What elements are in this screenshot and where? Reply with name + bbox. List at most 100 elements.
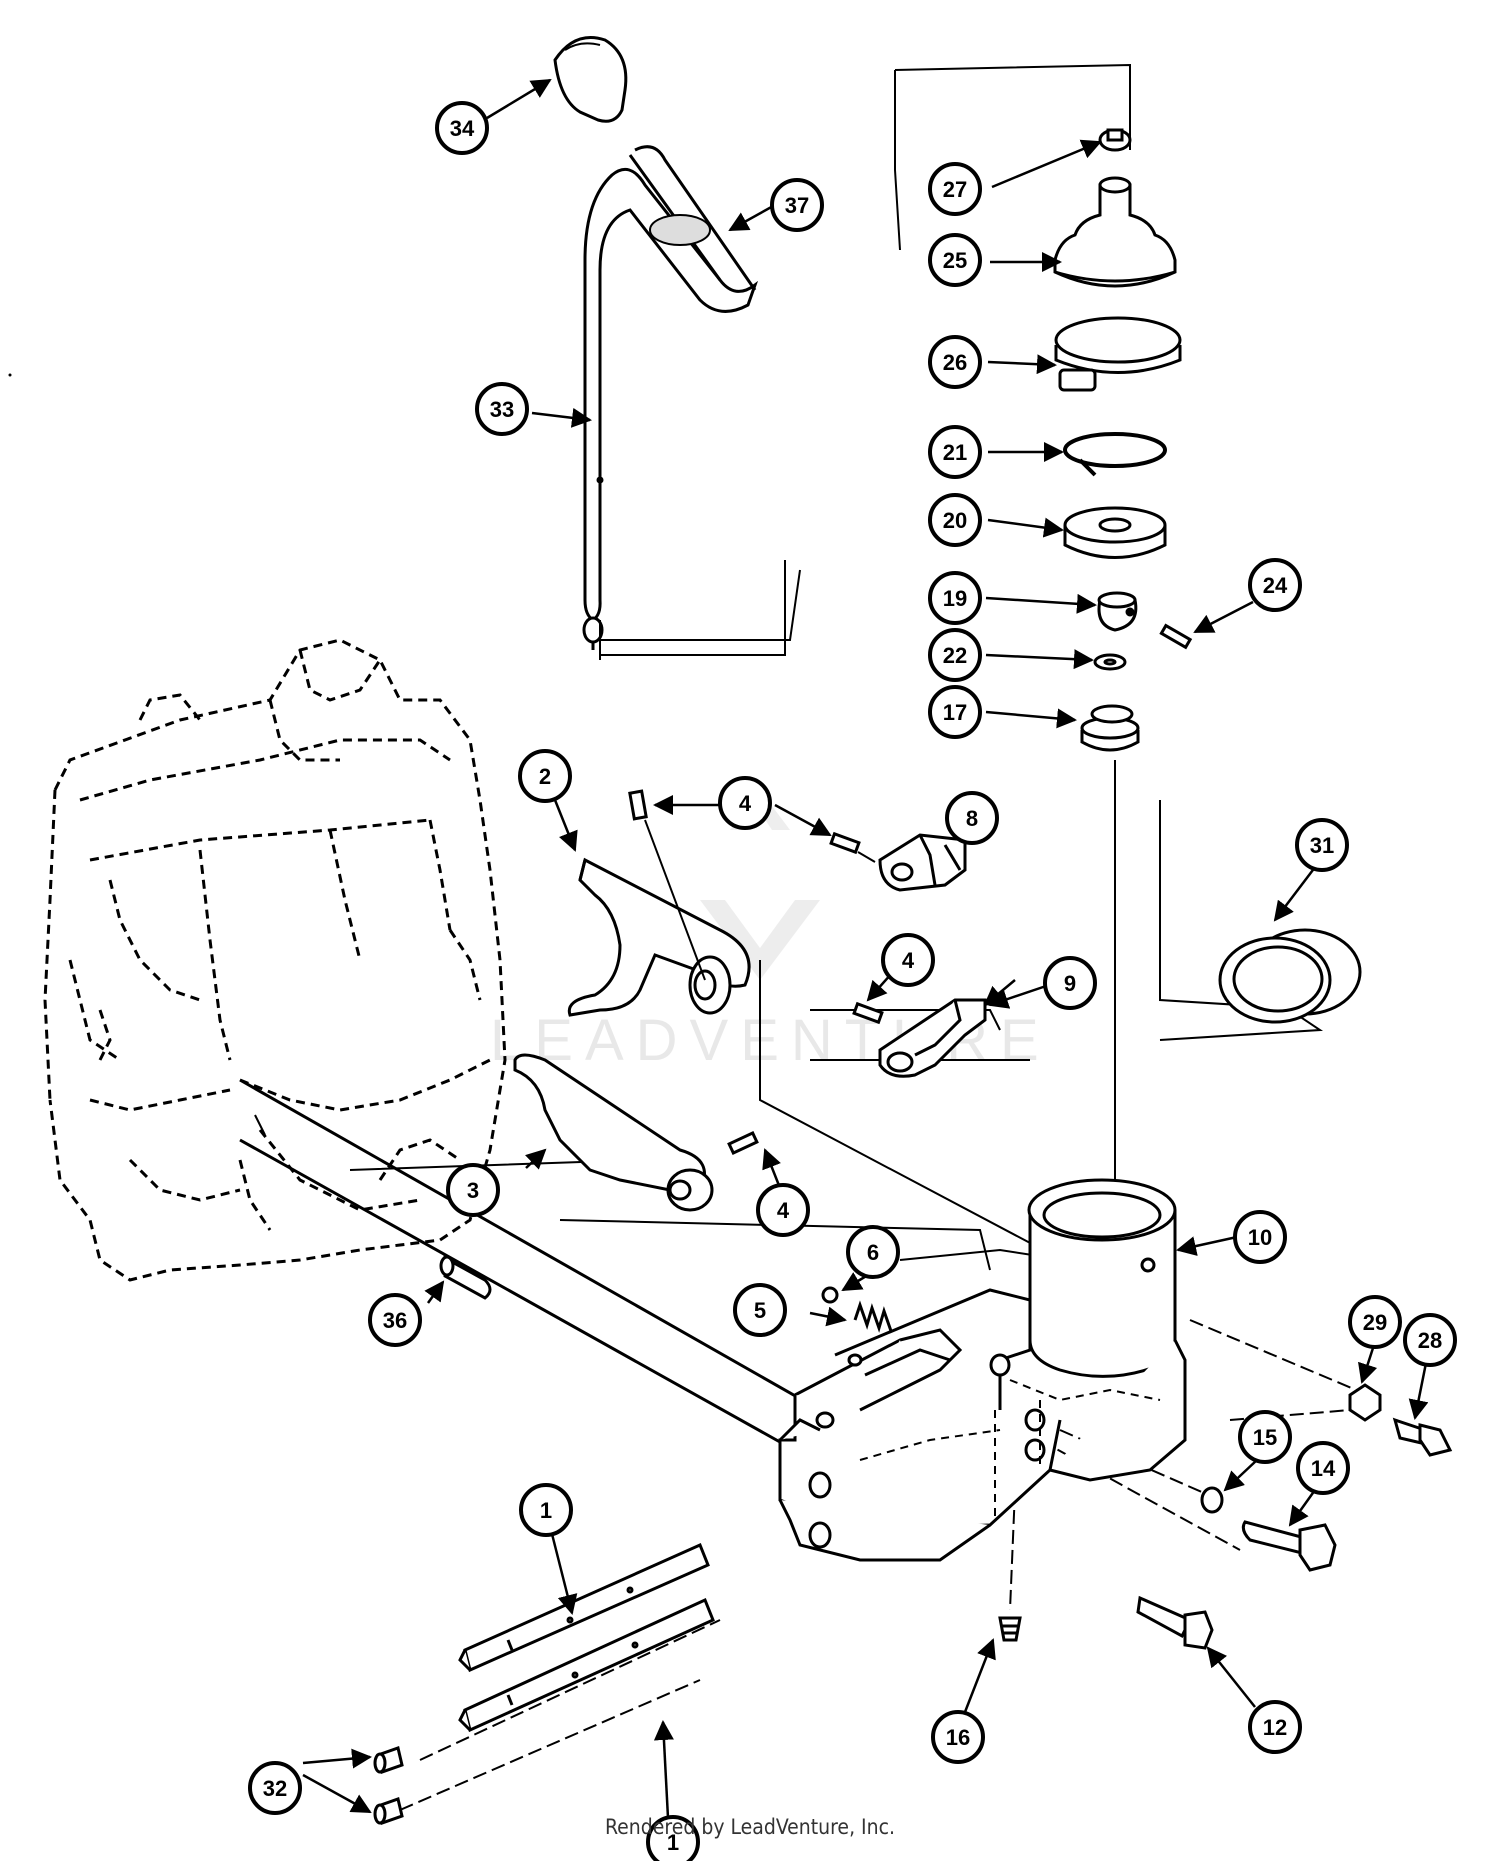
callout-37: 37 xyxy=(770,178,824,232)
lug-8 xyxy=(878,833,967,892)
pin-36 xyxy=(439,1255,492,1300)
bolt-14 xyxy=(1241,1520,1337,1572)
callout-circle-1a xyxy=(519,1483,573,1537)
callout-circle-36 xyxy=(368,1293,422,1347)
shift-knob xyxy=(553,36,628,123)
leader-arrows xyxy=(302,78,1429,1819)
callout-label-15: 15 xyxy=(1253,1425,1277,1450)
callout-label-6: 6 xyxy=(867,1240,879,1265)
callout-26: 26 xyxy=(928,335,982,389)
lever-bracket-line xyxy=(599,560,786,656)
callout-label-4c: 4 xyxy=(777,1198,790,1223)
washer-22 xyxy=(1093,653,1127,671)
callout-16: 16 xyxy=(931,1710,985,1764)
callout-label-34: 34 xyxy=(450,116,475,141)
callout-22: 22 xyxy=(928,628,982,682)
callout-label-3: 3 xyxy=(467,1178,479,1203)
callout-14: 14 xyxy=(1296,1441,1350,1495)
stray-dot xyxy=(8,373,12,377)
callout-label-2: 2 xyxy=(539,764,551,789)
callout-2: 2 xyxy=(518,749,572,803)
callout-6: 6 xyxy=(846,1225,900,1279)
callout-label-37: 37 xyxy=(785,193,809,218)
pin-4-middle-guide xyxy=(857,851,876,863)
callout-1b: 1 xyxy=(646,1815,700,1861)
callout-label-31: 31 xyxy=(1310,833,1334,858)
callout-4a: 4 xyxy=(718,776,772,830)
callout-circle-27 xyxy=(928,162,982,216)
callout-10: 10 xyxy=(1233,1210,1287,1264)
callout-circle-8 xyxy=(945,791,999,845)
callout-circle-32 xyxy=(248,1761,302,1815)
callout-label-12: 12 xyxy=(1263,1715,1287,1740)
callout-33: 33 xyxy=(475,382,529,436)
screw-28 xyxy=(1392,1417,1453,1457)
callout-circle-15 xyxy=(1238,1410,1292,1464)
callout-circle-25 xyxy=(928,233,982,287)
lug-9 xyxy=(878,998,987,1078)
callout-4c: 4 xyxy=(756,1183,810,1237)
callout-29: 29 xyxy=(1348,1295,1402,1349)
callout-circle-20 xyxy=(928,493,982,547)
pin-4-middle xyxy=(829,831,861,855)
callout-circle-31 xyxy=(1295,818,1349,872)
callout-label-16: 16 xyxy=(946,1725,970,1750)
callout-circle-16 xyxy=(931,1710,985,1764)
callout-circle-19 xyxy=(928,571,982,625)
nut-29 xyxy=(1348,1383,1382,1422)
callout-4b: 4 xyxy=(881,933,935,987)
callout-20: 20 xyxy=(928,493,982,547)
callout-label-32: 32 xyxy=(263,1776,287,1801)
pin-4-top xyxy=(628,789,648,821)
callout-circle-4c xyxy=(756,1183,810,1237)
shift-rail-1-upper xyxy=(458,1542,710,1673)
callout-circle-26 xyxy=(928,335,982,389)
callout-3: 3 xyxy=(446,1163,500,1217)
callout-circle-24 xyxy=(1248,558,1302,612)
callout-label-19: 19 xyxy=(943,586,967,611)
callout-circle-33 xyxy=(475,382,529,436)
callout-label-5: 5 xyxy=(754,1298,766,1323)
transmission-housing-outline xyxy=(43,638,507,1282)
tower-hidden-lines xyxy=(859,1379,1161,1520)
callout-circle-22 xyxy=(928,628,982,682)
callout-label-28: 28 xyxy=(1418,1328,1442,1353)
shift-fork-2 xyxy=(567,857,751,1017)
washer-15 xyxy=(1200,1486,1224,1514)
ball-19 xyxy=(1097,591,1138,632)
callout-27: 27 xyxy=(928,162,982,216)
bolt-12 xyxy=(1136,1595,1214,1650)
callout-circle-9 xyxy=(1043,956,1097,1010)
callout-circle-12 xyxy=(1248,1700,1302,1754)
callout-label-29: 29 xyxy=(1363,1310,1387,1335)
callout-32: 32 xyxy=(248,1761,302,1815)
callout-label-1b: 1 xyxy=(667,1830,679,1855)
callout-circle-2 xyxy=(518,749,572,803)
callout-circle-17 xyxy=(928,685,982,739)
pin-4-right xyxy=(852,1001,884,1025)
plug-16 xyxy=(998,1616,1022,1642)
washer-20 xyxy=(1063,506,1167,559)
footer-credit: Rendered by LeadVenture, Inc. xyxy=(605,1815,895,1839)
callout-circle-10 xyxy=(1233,1210,1287,1264)
pin-24 xyxy=(1159,623,1193,650)
detent-spring-5 xyxy=(853,1300,893,1333)
callout-17: 17 xyxy=(928,685,982,739)
callout-label-1a: 1 xyxy=(540,1498,552,1523)
callout-circle-29 xyxy=(1348,1295,1402,1349)
callout-circle-28 xyxy=(1403,1313,1457,1367)
callout-label-24: 24 xyxy=(1263,573,1288,598)
shift-rail-1-lower xyxy=(458,1597,715,1733)
callout-circle-4a xyxy=(718,776,772,830)
shift-tower-10 xyxy=(778,1178,1187,1562)
shift-fork-3 xyxy=(513,1053,714,1212)
callout-label-36: 36 xyxy=(383,1308,407,1333)
callout-label-22: 22 xyxy=(943,643,967,668)
callout-31: 31 xyxy=(1295,818,1349,872)
callout-9: 9 xyxy=(1043,956,1097,1010)
callout-21: 21 xyxy=(928,425,982,479)
callout-label-9: 9 xyxy=(1064,971,1076,996)
callout-circle-37 xyxy=(770,178,824,232)
